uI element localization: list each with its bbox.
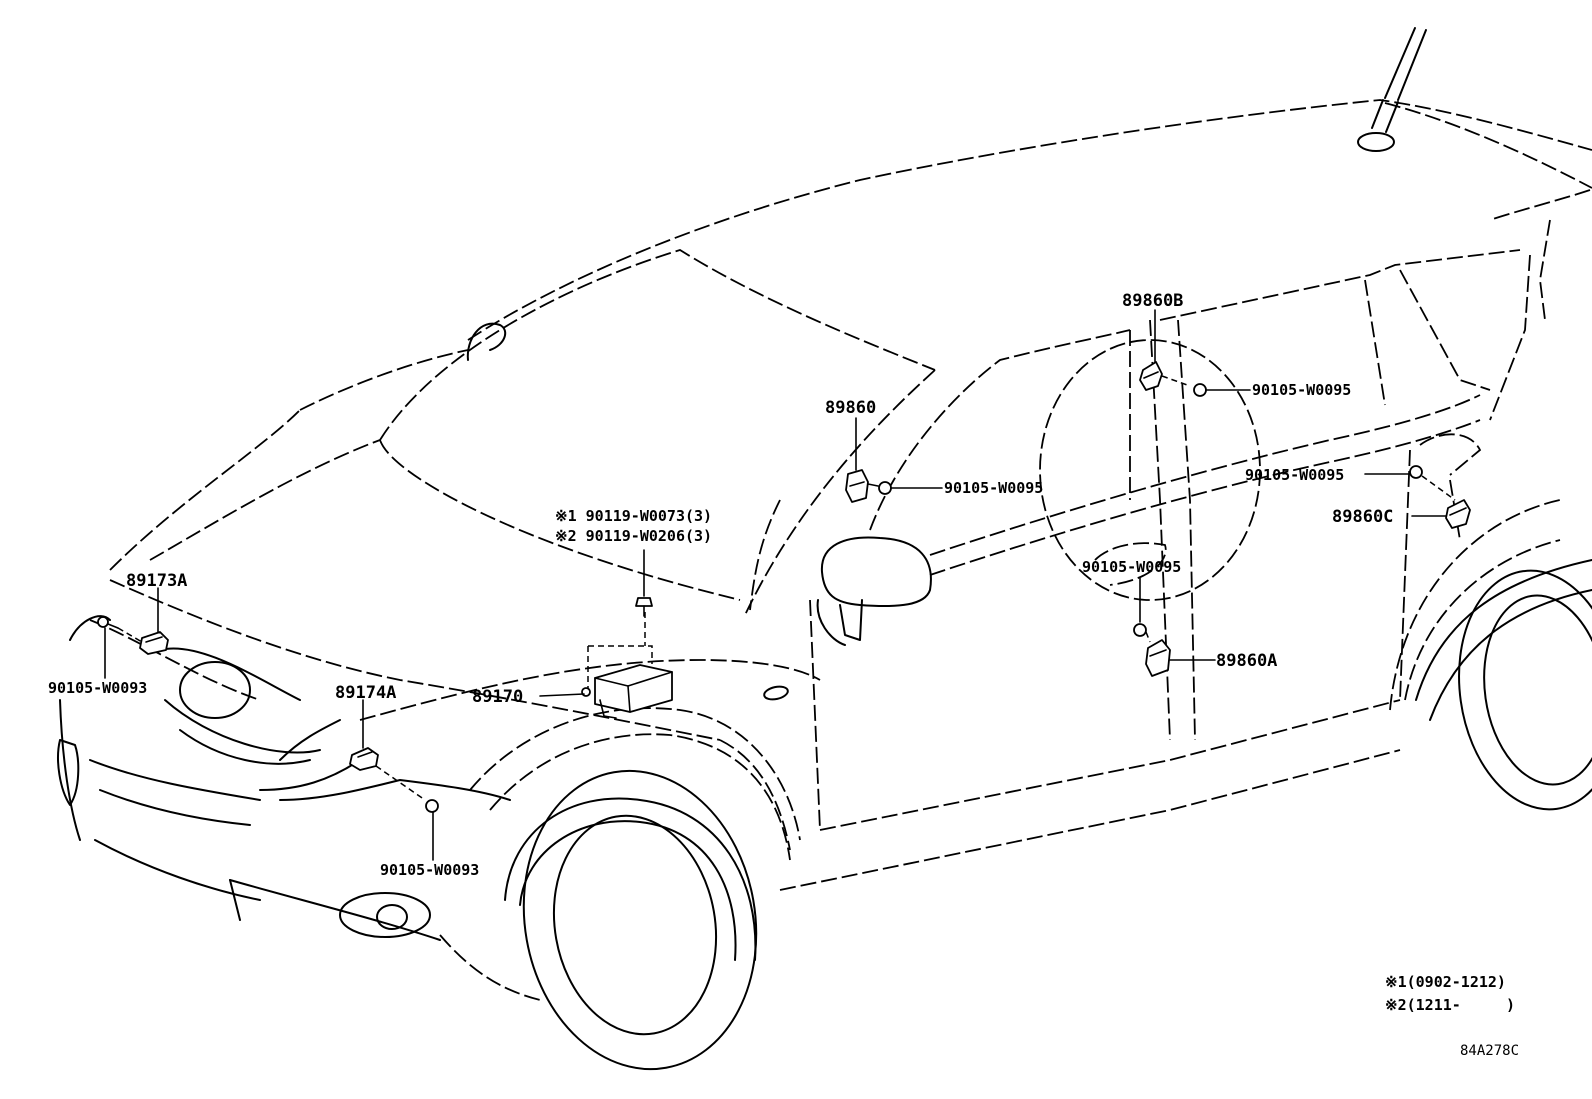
leader-89170 — [539, 693, 585, 697]
car-body-outline — [57, 27, 1592, 1071]
sensor-89860-icon — [845, 469, 869, 503]
label-note2-bolt: ※2 90119-W0206(3) — [555, 527, 712, 545]
label-90105-w0095-front: 90105-W0095 — [944, 479, 1043, 497]
bolt-90119-icon — [635, 597, 653, 617]
figure-code: 84A278C — [1460, 1043, 1519, 1059]
sensor-89860c-icon — [1445, 499, 1471, 529]
label-89174a: 89174A — [335, 683, 396, 703]
label-89860a: 89860A — [1216, 651, 1277, 671]
label-90105-w0095-rear: 90105-W0095 — [1245, 466, 1344, 484]
label-note1-bolt: ※1 90119-W0073(3) — [555, 507, 712, 525]
sensor-89173a-icon — [139, 631, 169, 655]
footnote-2: ※2(1211- ) — [1385, 996, 1515, 1014]
bolt-90105-w0095-rear-icon — [1409, 465, 1456, 501]
bolt-90105-w0095-front-icon — [867, 481, 892, 495]
label-90105-w0093-left: 90105-W0093 — [48, 679, 147, 697]
label-90105-w0095-door: 90105-W0095 — [1082, 558, 1181, 576]
sensor-89860b-icon — [1139, 361, 1163, 391]
label-90105-w0095-pillar: 90105-W0095 — [1252, 381, 1351, 399]
sensor-89174a-icon — [349, 747, 379, 771]
bolt-90105-w0093-bottom-icon — [375, 765, 439, 813]
bolt-90105-w0095-door-icon — [1133, 623, 1151, 643]
label-89860b: 89860B — [1122, 291, 1183, 311]
bolt-90105-w0093-left-icon — [97, 616, 143, 643]
footnote-1: ※1(0902-1212) — [1385, 973, 1506, 991]
label-90105-w0093-bottom: 90105-W0093 — [380, 861, 479, 879]
label-89173a: 89173A — [126, 571, 187, 591]
sensor-89860a-icon — [1145, 639, 1171, 677]
bolt-90105-w0095-pillar-icon — [1161, 375, 1207, 397]
label-89170: 89170 — [472, 687, 523, 707]
airbag-module-89170-icon — [581, 612, 673, 719]
label-89860: 89860 — [825, 398, 876, 418]
label-89860c: 89860C — [1332, 507, 1393, 527]
